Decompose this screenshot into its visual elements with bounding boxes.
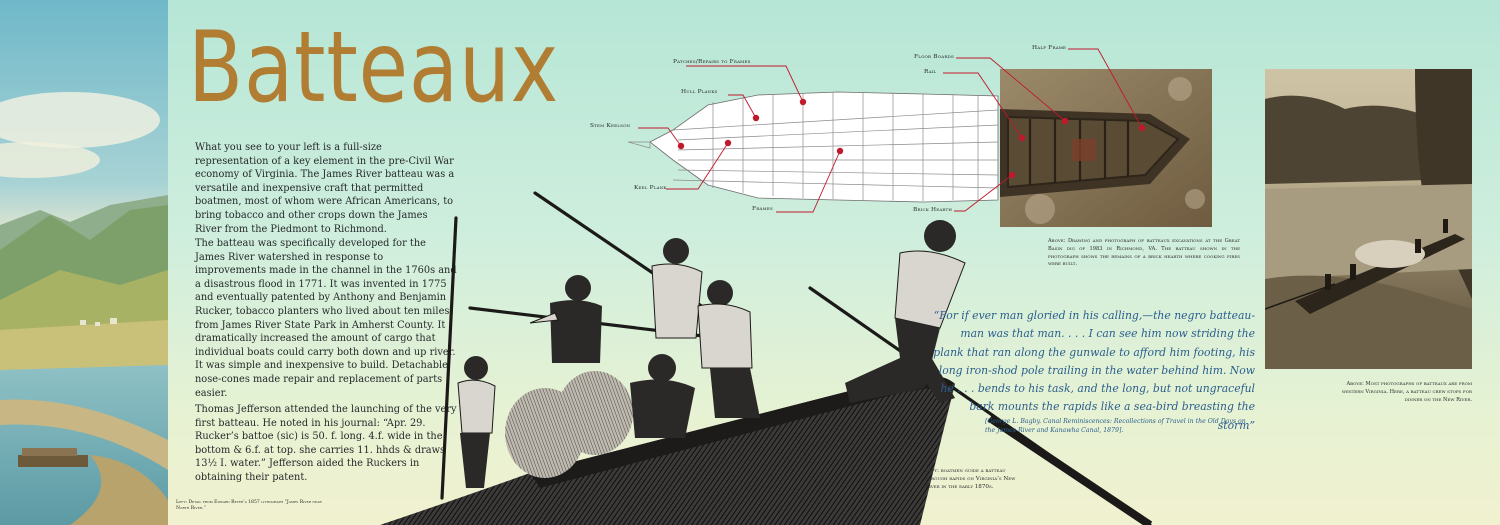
batteau-diagram: Patches/Repairs to Frames Hull Planks St… (578, 30, 1018, 220)
label-keel-plank: Keel Plank (634, 185, 667, 191)
river-photo-caption: Above: Most photographs of batteaux are … (1341, 381, 1472, 403)
intro-paragraph: What you see to your left is a full-size… (195, 142, 455, 235)
quote-source: [George L. Bagby. Canal Reminiscences: R… (985, 418, 1246, 434)
label-stem-keelson: Stem Keelson (590, 123, 631, 129)
label-rail: Rail (924, 69, 937, 75)
history-paragraph: The batteau was specifically developed f… (195, 238, 457, 399)
excavation-caption: Above: Drawing and photograph of batteau… (1048, 238, 1240, 268)
river-photo (1265, 69, 1472, 369)
label-hull-planks: Hull Planks (681, 89, 718, 95)
label-patches: Patches/Repairs to Frames (673, 59, 751, 65)
label-floor-boards: Floor Boards (914, 54, 954, 60)
excavation-callouts (943, 48, 1146, 212)
left-painting-image (0, 0, 168, 525)
excavation-photo (1000, 69, 1212, 227)
jefferson-paragraph: Thomas Jefferson attended the launching … (195, 404, 457, 483)
bagby-quote: “For if ever man gloried in his calling,… (933, 309, 1255, 432)
label-half-frame: Half Frame (1032, 45, 1067, 51)
page-title: Batteaux (188, 11, 560, 125)
engraving-caption: Left: boatmen guide a batteau through ra… (925, 468, 1016, 490)
left-painting-caption: Left: Detail from Edward Beyer’s 1857 li… (176, 500, 322, 511)
label-frames: Frames (752, 206, 773, 212)
boatmen-engraving (380, 188, 1180, 525)
label-brick-hearth: Brick Hearth (913, 207, 953, 213)
